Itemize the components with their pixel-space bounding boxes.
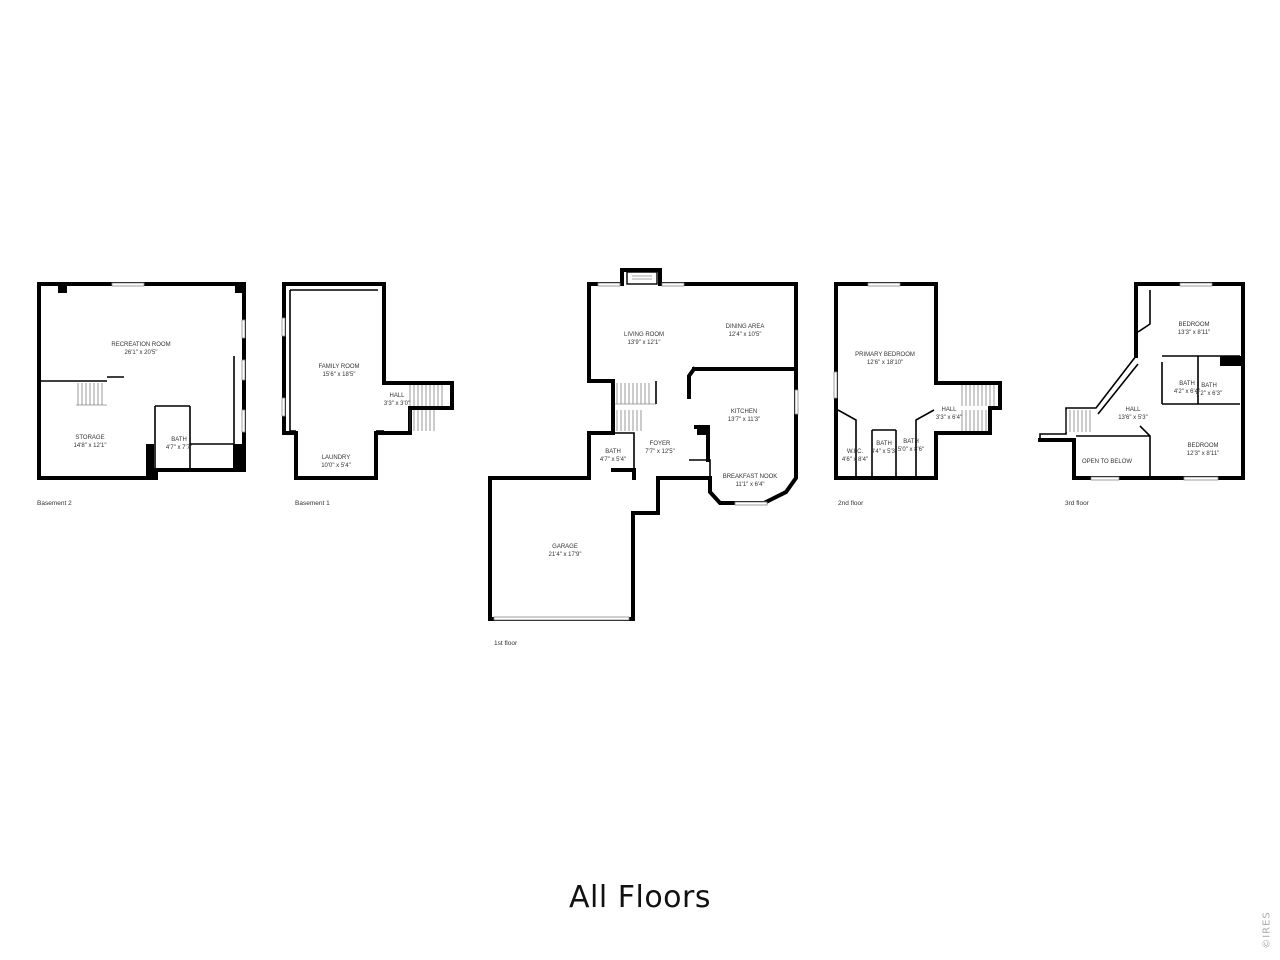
room-dims: 12'3" x 8'11" [1187, 451, 1219, 457]
page-title: All Floors [569, 880, 711, 915]
room-dims: 3'3" x 3'0" [384, 401, 410, 407]
room-name: BATH [903, 439, 919, 445]
room-dims: 15'6" x 18'5" [323, 372, 356, 378]
room-name: PRIMARY BEDROOM [855, 352, 915, 358]
room-dims: 13'7" x 11'3" [728, 417, 760, 423]
third-floor-plan: BEDROOM 13'3" x 8'11" BATH 4'2" x 6'4" B… [1038, 282, 1245, 507]
room-name: LIVING ROOM [624, 332, 664, 338]
room-dims: 5'0" x 8'6" [898, 447, 924, 453]
room-dims: 14'8" x 12'1" [74, 443, 107, 449]
room-dims: 4'6" x 8'4" [842, 457, 868, 463]
room-dims: 4'2" x 6'4" [1174, 389, 1200, 395]
floor-label: 2nd floor [838, 500, 864, 507]
room-name: GARAGE [552, 544, 578, 550]
room-name: W.I.C. [847, 449, 864, 455]
room-name: HALL [1125, 407, 1141, 413]
room-dims: 12'6" x 18'10" [867, 360, 903, 366]
room-dims: 4'7" x 5'4" [600, 457, 626, 463]
floor-label: 3rd floor [1065, 500, 1090, 507]
room-name: BATH [605, 449, 621, 455]
floor-label: Basement 1 [295, 500, 330, 507]
floor-label: Basement 2 [37, 500, 72, 507]
room-name: BATH [171, 437, 187, 443]
room-dims: 11'1" x 6'4" [735, 482, 764, 488]
room-dims: 21'4" x 17'9" [549, 552, 582, 558]
room-name: STORAGE [75, 435, 104, 441]
room-name: BEDROOM [1187, 443, 1218, 449]
first-floor-plan: LIVING ROOM 13'9" x 12'1" DINING AREA 12… [488, 268, 799, 647]
room-name: HALL [941, 407, 957, 413]
room-name: RECREATION ROOM [111, 342, 170, 348]
room-name: BATH [876, 441, 892, 447]
room-dims: 13'6" x 5'3" [1118, 415, 1148, 421]
room-dims: 12'4" x 10'5" [729, 332, 762, 338]
room-name: BATH [1201, 383, 1217, 389]
basement-1-plan: FAMILY ROOM 15'6" x 18'5" HALL 3'3" x 3'… [281, 282, 454, 507]
room-name: LAUNDRY [322, 455, 351, 461]
room-name: FOYER [650, 441, 671, 447]
room-dims: 26'1" x 20'5" [125, 350, 158, 356]
floor-label: 1st floor [494, 640, 518, 647]
basement-2-plan: RECREATION ROOM 26'1" x 20'5" STORAGE 14… [37, 282, 246, 507]
room-dims: 4'2" x 6'3" [1196, 391, 1222, 397]
room-name: BATH [1179, 381, 1195, 387]
room-name: BREAKFAST NOOK [723, 474, 778, 480]
second-floor-plan: PRIMARY BEDROOM 12'6" x 18'10" HALL 3'3"… [833, 282, 1002, 507]
room-name: OPEN TO BELOW [1082, 459, 1132, 465]
brand-text: ©IRES [1261, 911, 1273, 949]
room-dims: 7'7" x 12'5" [645, 449, 675, 455]
room-dims: 13'9" x 12'1" [628, 340, 661, 346]
room-name: KITCHEN [731, 409, 757, 415]
room-dims: 10'0" x 5'4" [321, 463, 351, 469]
room-dims: 13'3" x 8'11" [1178, 330, 1210, 336]
room-name: FAMILY ROOM [318, 364, 359, 370]
brand-watermark: ©IRES [1256, 905, 1278, 955]
room-name: BEDROOM [1178, 322, 1209, 328]
room-dims: 3'3" x 6'4" [936, 415, 962, 421]
room-dims: 4'4" x 5'3" [871, 449, 897, 455]
room-name: HALL [389, 393, 405, 399]
room-dims: 4'7" x 7'7" [166, 445, 192, 451]
room-name: DINING AREA [726, 324, 765, 330]
